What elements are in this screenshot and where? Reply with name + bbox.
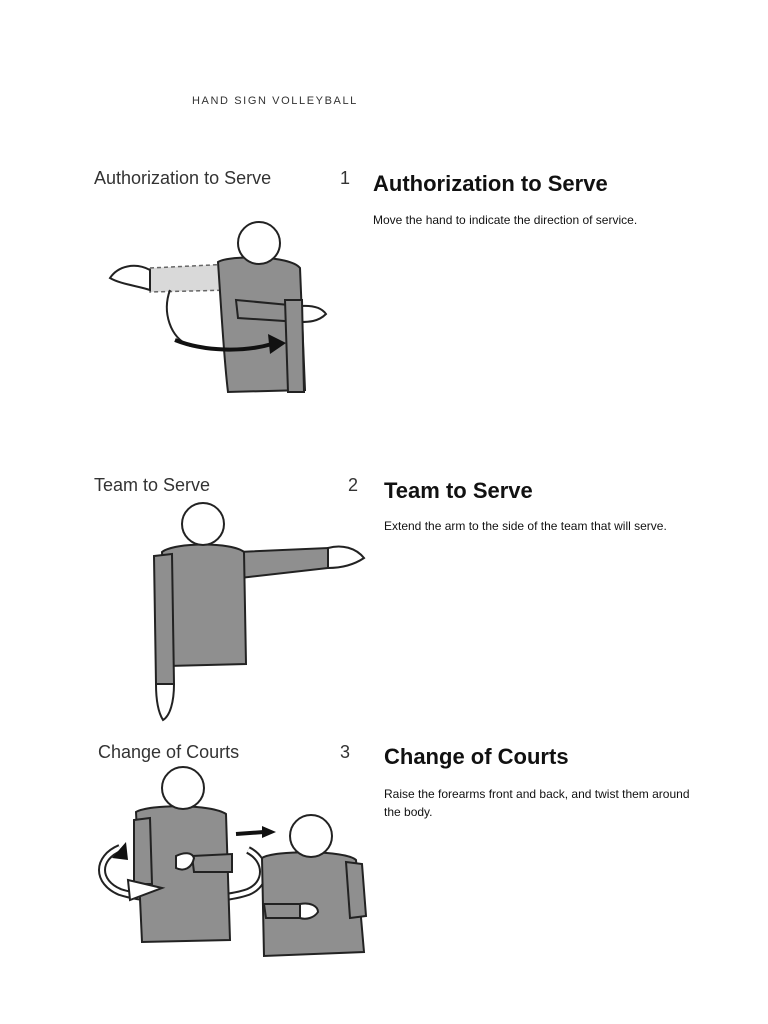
section-title: Change of Courts xyxy=(384,744,569,769)
section-description: Move the hand to indicate the direction … xyxy=(373,213,638,227)
page-header: HAND SIGN VOLLEYBALL xyxy=(192,95,358,107)
section-title: Authorization to Serve xyxy=(373,171,608,196)
figure-number: 2 xyxy=(348,475,359,495)
section-description: Raise the forearms front and back, and t… xyxy=(384,787,690,819)
figure-caption: Team to Serve xyxy=(94,475,211,495)
section-title: Team to Serve xyxy=(384,478,533,503)
figure-number: 3 xyxy=(340,742,351,762)
figure-caption: Change of Courts xyxy=(98,742,240,762)
figure-number: 1 xyxy=(340,168,351,188)
figure-caption: Authorization to Serve xyxy=(94,168,272,188)
section-description: Extend the arm to the side of the team t… xyxy=(384,519,667,533)
